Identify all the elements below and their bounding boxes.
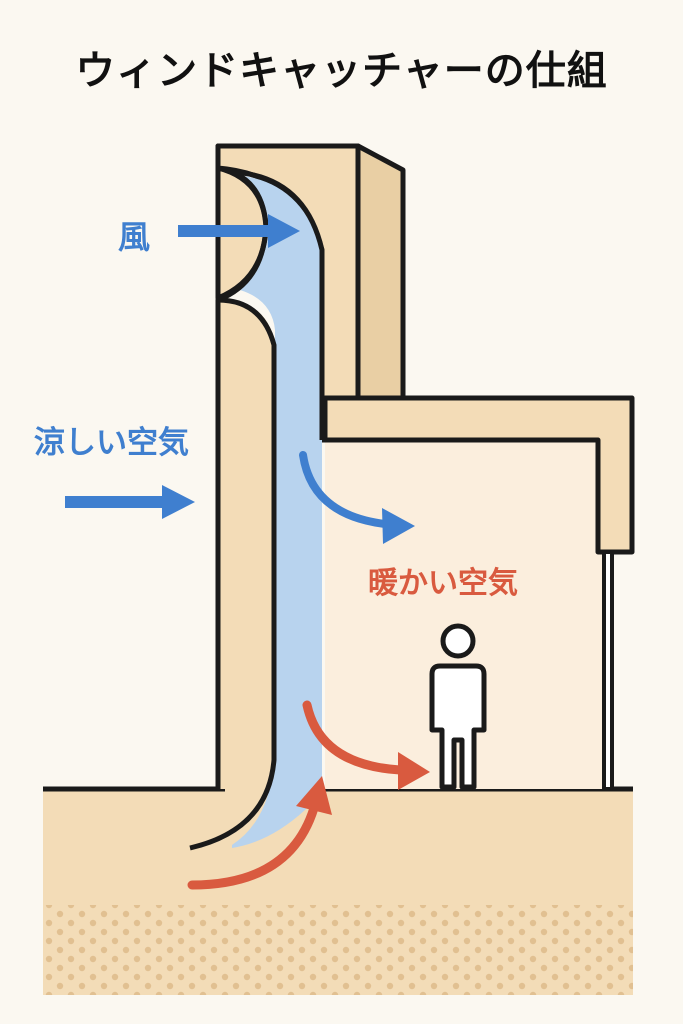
airflow-channel	[232, 175, 325, 848]
wind-label: 風	[118, 218, 150, 256]
cool-air-arrow-room	[299, 451, 415, 544]
warm-air-label: 暖かい空気	[368, 566, 518, 601]
warm-air-arrow-ground	[187, 776, 332, 890]
wind-arrow	[178, 214, 300, 248]
tower-left-wall	[189, 143, 277, 852]
channel-curve	[231, 169, 325, 251]
right-wall	[602, 550, 614, 791]
ground	[43, 786, 633, 995]
warm-air-arrow-floor	[302, 700, 430, 790]
cool-air-label: 涼しい空気	[34, 425, 189, 461]
person-icon	[429, 623, 487, 790]
cool-air-arrow-outside	[65, 485, 195, 519]
page-title: ウィンドキャッチャーの仕組	[75, 48, 608, 94]
